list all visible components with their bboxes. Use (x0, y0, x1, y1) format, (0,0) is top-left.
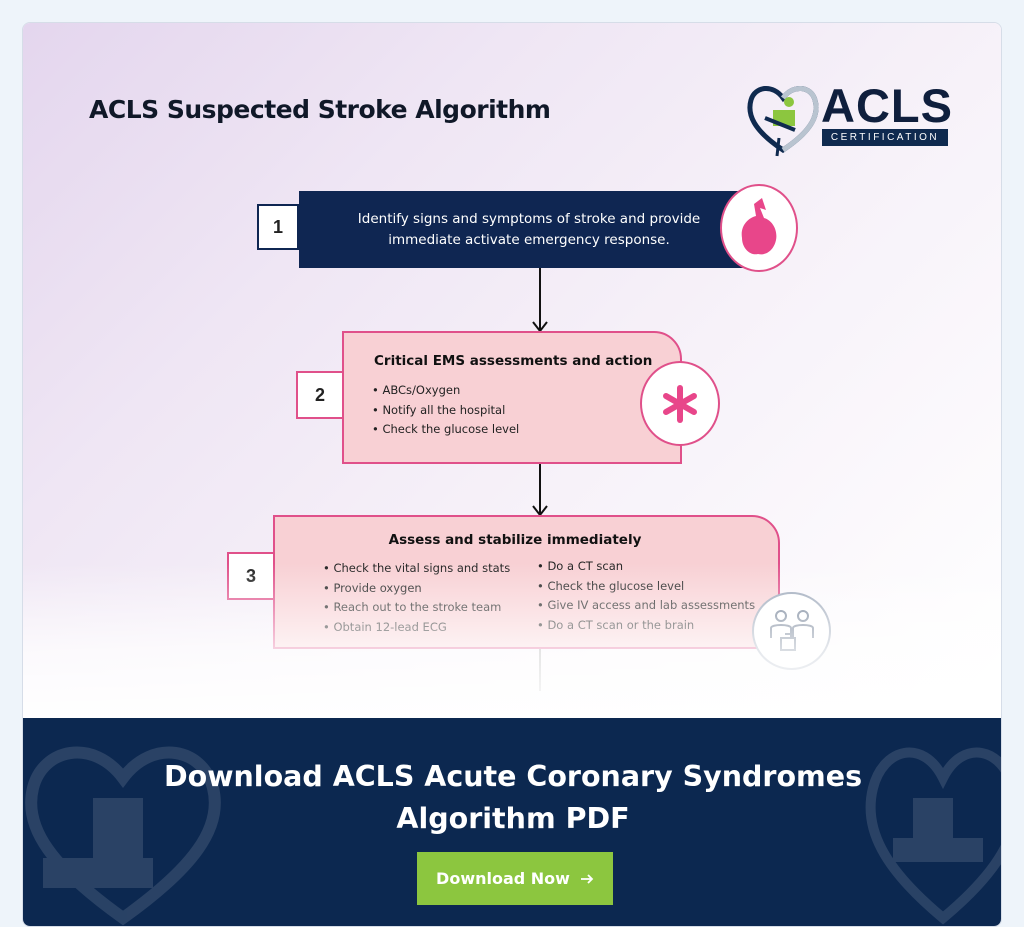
step-2-bullets: ABCs/Oxygen Notify all the hospital Chec… (372, 381, 519, 440)
logo-text: ACLS (821, 79, 953, 132)
content-card: ACLS Suspected Stroke Algorithm ACLS CER… (22, 22, 1002, 927)
step-2-number: 2 (296, 371, 344, 419)
flow-arrow-2 (539, 464, 541, 514)
step-3-heading: Assess and stabilize immediately (388, 532, 642, 548)
step-1-text: Identify signs and symptoms of stroke an… (357, 210, 701, 248)
list-item: Check the vital signs and stats (323, 559, 510, 579)
step-3-icon-circle (752, 592, 831, 670)
list-item: Reach out to the stroke team (323, 598, 510, 618)
list-item: Give IV access and lab assessments (537, 596, 755, 616)
banner-title: Download ACLS Acute Coronary Syndromes A… (23, 756, 1001, 840)
arrow-right-icon (580, 873, 594, 884)
banner-title-line-1: Download ACLS Acute Coronary Syndromes (163, 760, 863, 793)
list-item: Do a CT scan or the brain (537, 616, 755, 636)
list-item: Do a CT scan (537, 557, 755, 577)
list-item: Notify all the hospital (372, 401, 519, 421)
step-3-bullets-left: Check the vital signs and stats Provide … (323, 559, 510, 637)
banner-title-line-2: Algorithm PDF (396, 802, 630, 835)
list-item: Obtain 12-lead ECG (323, 618, 510, 638)
step-2-box: Critical EMS assessments and action ABCs… (342, 331, 682, 464)
download-banner: Download ACLS Acute Coronary Syndromes A… (23, 718, 1001, 926)
download-button-label: Download Now (436, 869, 570, 888)
step-1-number: 1 (257, 204, 299, 250)
brain-icon (741, 198, 777, 255)
step-3-bullets-right: Do a CT scan Check the glucose level Giv… (537, 557, 755, 635)
step-1-icon-circle (720, 184, 798, 272)
heart-watermark-icon (25, 746, 221, 926)
step-1-box: Identify signs and symptoms of stroke an… (299, 191, 759, 268)
download-now-button[interactable]: Download Now (417, 852, 613, 905)
infographic-title: ACLS Suspected Stroke Algorithm (89, 95, 551, 124)
heart-watermark-right-icon (865, 747, 1001, 925)
acls-logo[interactable]: ACLS CERTIFICATION (743, 78, 953, 158)
flow-arrow-1 (539, 268, 541, 330)
flow-arrow-3 (539, 649, 541, 691)
list-item: Check the glucose level (372, 420, 519, 440)
step-3-number: 3 (227, 552, 275, 600)
stroke-algorithm-infographic: ACLS Suspected Stroke Algorithm ACLS CER… (23, 23, 1001, 718)
step-2-heading: Critical EMS assessments and action (374, 353, 653, 369)
step-2-icon-circle (640, 361, 720, 446)
step-3-box: Assess and stabilize immediately Check t… (273, 515, 780, 649)
heart-logo-icon (747, 86, 819, 157)
list-item: ABCs/Oxygen (372, 381, 519, 401)
list-item: Check the glucose level (537, 577, 755, 597)
asterisk-icon (663, 384, 697, 423)
logo-subtitle: CERTIFICATION (822, 129, 948, 146)
medical-team-icon (769, 610, 814, 651)
list-item: Provide oxygen (323, 579, 510, 599)
